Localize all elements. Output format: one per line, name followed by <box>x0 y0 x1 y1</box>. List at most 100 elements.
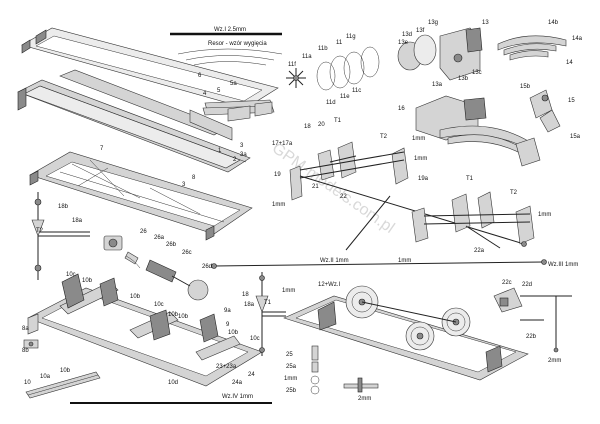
label-10b-a: 10b <box>82 278 93 284</box>
label-10d: 10d <box>168 380 178 386</box>
label-18-lower: 18 <box>242 292 249 298</box>
label-14b: 14b <box>548 20 559 26</box>
brake-bracket-22 <box>493 287 572 353</box>
bracket-5a <box>227 101 273 122</box>
main-rails-1-2-3 <box>17 69 251 173</box>
label-18: 18 <box>304 124 311 130</box>
leaf-spring-14 <box>497 35 567 61</box>
label-16: 16 <box>398 106 405 112</box>
label-2: 2 <box>233 157 237 163</box>
label-11e: 11e <box>340 94 350 100</box>
label-11d: 11d <box>326 100 336 106</box>
label-13a: 13a <box>432 82 443 88</box>
label-1: 1 <box>218 148 222 154</box>
label-22b: 22b <box>526 334 537 340</box>
label-19: 19 <box>274 172 281 178</box>
note-2mm-hook: 2mm <box>358 396 371 402</box>
brake-frame-t1-t2-upper <box>289 141 409 201</box>
label-18b: 18b <box>58 204 69 210</box>
label-25a: 25a <box>286 364 297 370</box>
label-24: 24 <box>248 372 255 378</box>
pull-rod <box>345 195 391 251</box>
label-6: 6 <box>198 73 202 79</box>
label-11b: 11b <box>318 46 328 52</box>
label-10b-b: 10b <box>130 294 141 300</box>
axle-assembly-16 <box>415 95 541 167</box>
label-10a: 10a <box>40 374 51 380</box>
label-26a: 26a <box>154 235 165 241</box>
watermark: GPM-models.com.pl <box>269 140 397 237</box>
note-1mm-t2: 1mm <box>414 156 427 162</box>
brake-hanger-8a <box>23 339 39 349</box>
label-t1-lower: T1 <box>466 176 474 182</box>
brake-lever-t1 <box>255 272 286 356</box>
label-15b: 15b <box>520 84 531 90</box>
label-10c-c: 10c <box>250 336 260 342</box>
label-13f: 13f <box>416 28 425 34</box>
label-26d: 26d <box>202 264 212 270</box>
label-t2-lower: T2 <box>510 190 518 196</box>
label-26b: 26b <box>166 242 177 248</box>
note-1mm-t1: 1mm <box>282 288 295 294</box>
note-1mm-t2-lower: 1mm <box>538 212 551 218</box>
leaf-spring-pattern <box>177 48 283 66</box>
scale-label-wz2: Wz.II 1mm <box>320 258 349 264</box>
label-7: 7 <box>100 146 104 152</box>
label-10c-b: 10c <box>154 302 164 308</box>
label-18a: 18a <box>72 218 83 224</box>
label-11f: 11f <box>288 62 296 68</box>
note-2mm-22: 2mm <box>548 358 561 364</box>
label-17: 17+17a <box>272 141 293 147</box>
label-10b-f: 10b <box>60 368 71 374</box>
note-1mm-22a: 1mm <box>398 258 411 264</box>
bogie-with-wheels <box>283 285 529 381</box>
brake-rod-wz2 <box>211 259 547 269</box>
label-25: 25 <box>286 352 293 358</box>
rings-11 <box>316 46 380 91</box>
underframe-7-8 <box>29 151 253 241</box>
label-4: 4 <box>203 91 207 97</box>
label-13g: 13g <box>428 20 438 26</box>
label-20: 20 <box>318 122 325 128</box>
coupling-25 <box>310 345 320 395</box>
label-13c: 13c <box>472 70 482 76</box>
label-11: 11 <box>336 40 343 46</box>
label-5a: 5a <box>230 81 237 87</box>
label-9: 9 <box>226 322 230 328</box>
label-22d: 22d <box>522 282 532 288</box>
brake-shoe-11f <box>286 68 306 88</box>
brake-cylinder-26 <box>103 235 209 301</box>
label-10b-c: 10b <box>168 312 179 318</box>
note-1mm-16: 1mm <box>412 136 425 142</box>
label-8a: 8a <box>22 326 29 332</box>
label-22a: 22a <box>474 248 485 254</box>
spring-bracket-15 <box>529 89 561 133</box>
label-14: 14 <box>566 60 573 66</box>
label-t1-upper: T1 <box>334 118 342 124</box>
label-26c: 26c <box>182 250 192 256</box>
label-t2-left: T2 <box>36 228 44 234</box>
label-25b: 25b <box>286 388 297 394</box>
label-13: 13 <box>482 20 489 26</box>
label-13b: 13b <box>458 76 469 82</box>
note-1mm-19: 1mm <box>272 202 285 208</box>
scale-label-wz3: Wz.III 1mm <box>548 262 578 268</box>
scale-label-wz4: Wz.IV 1mm <box>222 394 253 400</box>
brake-frame-t1-t2-lower <box>411 191 535 249</box>
axle-box-13 <box>397 27 483 81</box>
scale-label-wz1: Wz.I 2.5mm <box>214 27 246 33</box>
label-10b-d: 10b <box>178 314 189 320</box>
brake-rod-10a <box>25 371 101 399</box>
label-22c: 22c <box>502 280 512 286</box>
brake-rigging-18a <box>31 192 90 280</box>
label-18a-lower: 18a <box>244 302 255 308</box>
label-5: 5 <box>217 88 221 94</box>
label-t2-upper: T2 <box>380 134 388 140</box>
label-8: 8 <box>192 175 196 181</box>
label-t1-bottom: T1 <box>264 300 272 306</box>
label-11a: 11a <box>302 54 312 60</box>
note-12-wz1: 12+Wz.I <box>318 282 341 288</box>
label-10b-e: 10b <box>228 330 239 336</box>
bogie-frame-10 <box>27 273 263 387</box>
label-3: 3 <box>240 143 244 149</box>
